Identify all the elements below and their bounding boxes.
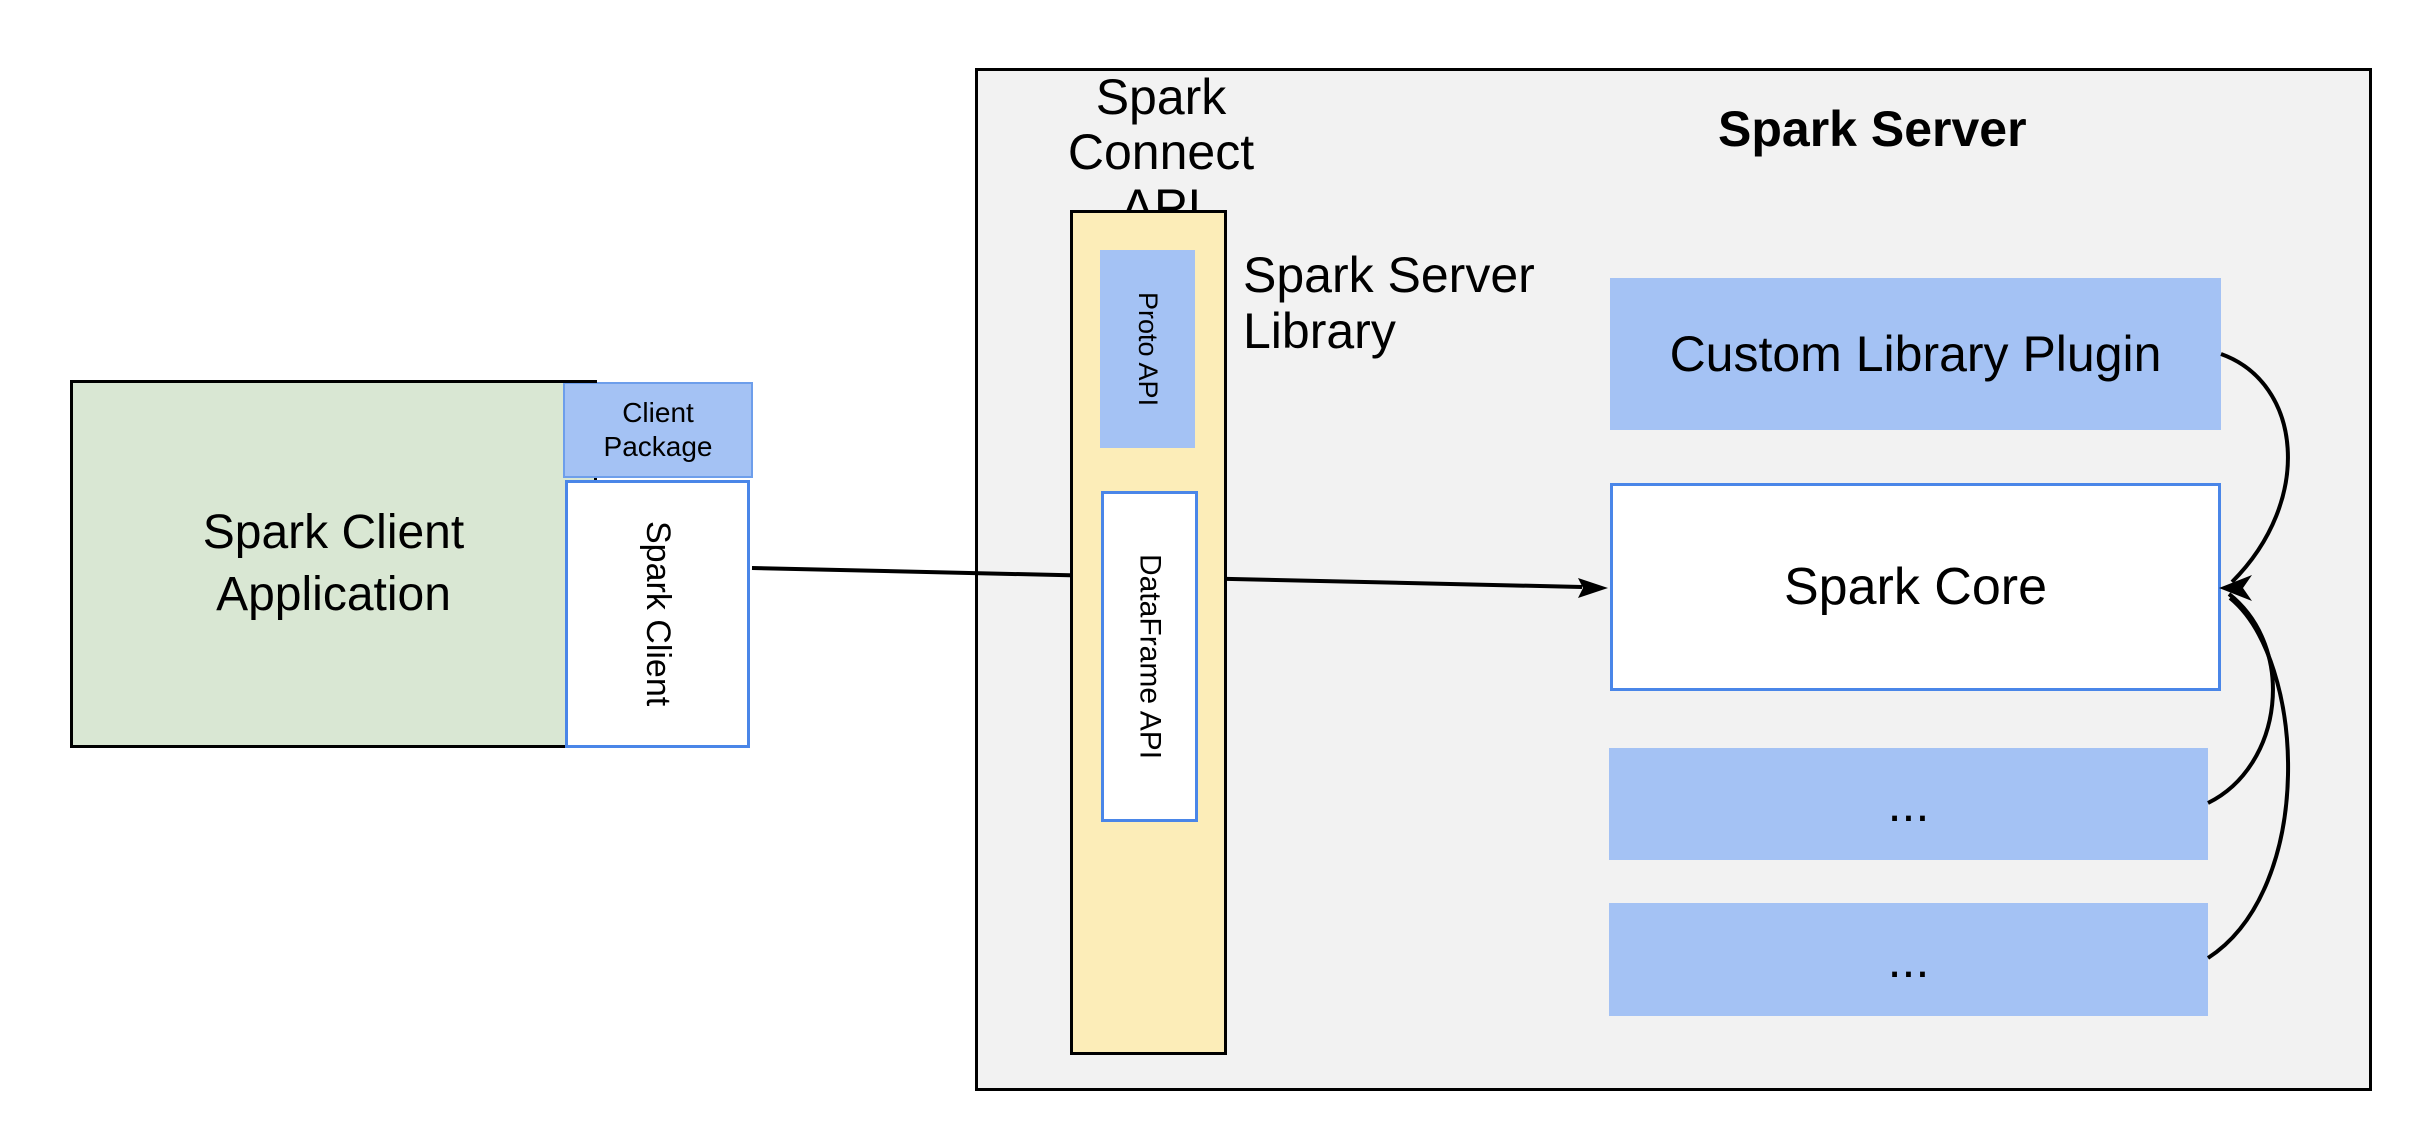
green-box-border-overhang	[563, 380, 597, 383]
ellipsis-box-2: ...	[1609, 903, 2208, 1016]
spark-client-label: Spark Client	[639, 521, 677, 707]
spark-client-application-label: Spark Client Application	[202, 506, 465, 621]
dataframe-api-box: DataFrame API	[1101, 491, 1198, 822]
custom-library-plugin-label: Custom Library Plugin	[1669, 326, 2162, 382]
ellipsis-label-1: ...	[1887, 776, 1930, 832]
client-package-label: Client Package	[603, 397, 713, 462]
spark-server-library-label: Spark Server Library	[1243, 247, 1535, 359]
proto-api-box: Proto API	[1100, 250, 1195, 448]
client-package-box: Client Package	[563, 382, 753, 478]
spark-core-label: Spark Core	[1784, 558, 2047, 616]
custom-library-plugin-box: Custom Library Plugin	[1610, 278, 2221, 430]
ellipsis-box-1: ...	[1609, 748, 2208, 860]
spark-server-title: Spark Server	[1718, 101, 2027, 157]
dataframe-api-label: DataFrame API	[1133, 553, 1167, 760]
spark-client-box: Spark Client	[565, 480, 750, 748]
spark-core-box: Spark Core	[1610, 483, 2221, 691]
ellipsis-label-2: ...	[1887, 931, 1930, 988]
proto-api-label: Proto API	[1133, 291, 1163, 407]
spark-client-application-box: Spark Client Application	[70, 380, 597, 748]
